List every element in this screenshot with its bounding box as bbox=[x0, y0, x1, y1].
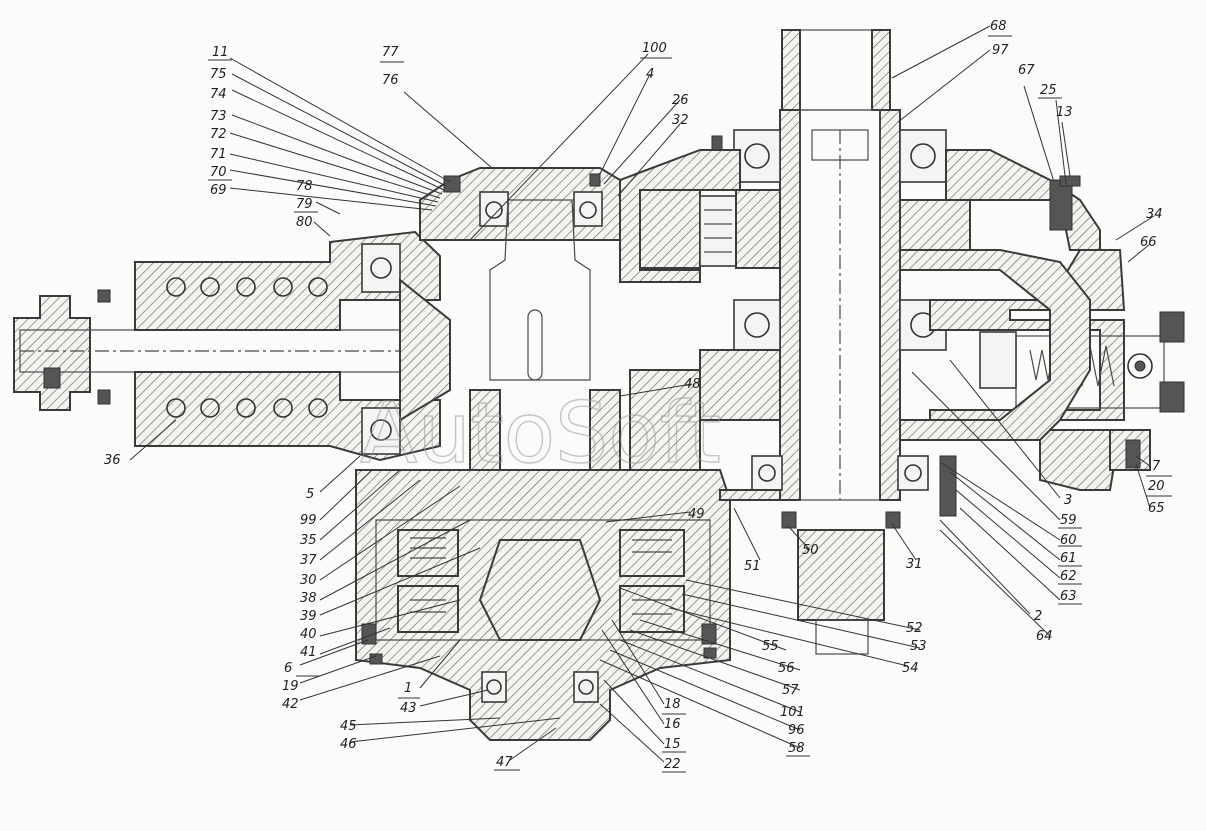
callout-96: 96 bbox=[788, 723, 805, 738]
callout-49: 49 bbox=[688, 507, 705, 522]
callout-74: 74 bbox=[210, 87, 227, 102]
callout-52: 52 bbox=[906, 621, 923, 636]
callout-41: 41 bbox=[300, 645, 317, 660]
left-shaft-assembly bbox=[13, 230, 451, 462]
callout-13: 13 bbox=[1056, 105, 1073, 120]
callout-99: 99 bbox=[300, 513, 317, 528]
callout-60: 60 bbox=[1060, 533, 1077, 548]
callout-66: 66 bbox=[1140, 235, 1157, 250]
right-gear-ring bbox=[629, 249, 1091, 501]
callout-51: 51 bbox=[744, 559, 761, 574]
callout-31: 31 bbox=[906, 557, 923, 572]
callout-77: 77 bbox=[382, 45, 399, 60]
callout-63: 63 bbox=[1060, 589, 1077, 604]
callout-42: 42 bbox=[282, 697, 299, 712]
callout-7: 7 bbox=[1152, 459, 1161, 474]
leader-lines bbox=[129, 25, 1155, 763]
callout-57: 57 bbox=[782, 683, 799, 698]
callout-37: 37 bbox=[300, 553, 317, 568]
callout-70: 70 bbox=[210, 165, 227, 180]
callout-4: 4 bbox=[646, 67, 654, 82]
callout-48: 48 bbox=[684, 377, 701, 392]
callout-76: 76 bbox=[382, 73, 399, 88]
callout-25: 25 bbox=[1040, 83, 1057, 98]
callout-15: 15 bbox=[664, 737, 681, 752]
callout-53: 53 bbox=[910, 639, 927, 654]
callout-35: 35 bbox=[300, 533, 317, 548]
callout-26: 26 bbox=[672, 93, 689, 108]
callout-32: 32 bbox=[672, 113, 689, 128]
callout-45: 45 bbox=[340, 719, 357, 734]
callout-71: 71 bbox=[210, 147, 227, 162]
callout-69: 69 bbox=[210, 183, 227, 198]
callout-101: 101 bbox=[780, 705, 805, 720]
callout-20: 20 bbox=[1148, 479, 1165, 494]
callout-6: 6 bbox=[284, 661, 292, 676]
callout-labels: 11 75 74 73 72 71 70 69 78 79 80 77 76 1… bbox=[104, 19, 1165, 772]
callout-16: 16 bbox=[664, 717, 681, 732]
callout-58: 58 bbox=[788, 741, 805, 756]
callout-22: 22 bbox=[664, 757, 681, 772]
callout-55: 55 bbox=[762, 639, 779, 654]
callout-2: 2 bbox=[1034, 609, 1042, 624]
callout-79: 79 bbox=[296, 197, 313, 212]
callout-64: 64 bbox=[1036, 629, 1053, 644]
callout-97: 97 bbox=[992, 43, 1009, 58]
callout-72: 72 bbox=[210, 127, 227, 142]
callout-19: 19 bbox=[282, 679, 299, 694]
callout-38: 38 bbox=[300, 591, 317, 606]
callout-3: 3 bbox=[1064, 493, 1072, 508]
callout-75: 75 bbox=[210, 67, 227, 82]
callout-39: 39 bbox=[300, 609, 317, 624]
callout-40: 40 bbox=[300, 627, 317, 642]
callout-80: 80 bbox=[296, 215, 313, 230]
callout-30: 30 bbox=[300, 573, 317, 588]
callout-61: 61 bbox=[1060, 551, 1077, 566]
callout-43: 43 bbox=[400, 701, 417, 716]
callout-36: 36 bbox=[104, 453, 121, 468]
callout-59: 59 bbox=[1060, 513, 1077, 528]
callout-1: 1 bbox=[404, 681, 412, 696]
callout-67: 67 bbox=[1018, 63, 1035, 78]
callout-100: 100 bbox=[642, 41, 667, 56]
callout-underlines bbox=[208, 35, 1172, 773]
callout-47: 47 bbox=[496, 755, 513, 770]
watermark: AutoSoft bbox=[360, 384, 721, 482]
callout-5: 5 bbox=[306, 487, 314, 502]
callout-54: 54 bbox=[902, 661, 919, 676]
callout-50: 50 bbox=[802, 543, 819, 558]
callout-18: 18 bbox=[664, 697, 681, 712]
callout-62: 62 bbox=[1060, 569, 1077, 584]
callout-65: 65 bbox=[1148, 501, 1165, 516]
callout-46: 46 bbox=[340, 737, 357, 752]
planet-gears bbox=[397, 529, 685, 633]
callout-11: 11 bbox=[212, 45, 229, 60]
callout-78: 78 bbox=[296, 179, 313, 194]
callout-68: 68 bbox=[990, 19, 1007, 34]
spring-coils bbox=[166, 277, 328, 418]
callout-34: 34 bbox=[1146, 207, 1163, 222]
lower-housing bbox=[355, 469, 731, 741]
callout-56: 56 bbox=[778, 661, 795, 676]
callout-73: 73 bbox=[210, 109, 227, 124]
